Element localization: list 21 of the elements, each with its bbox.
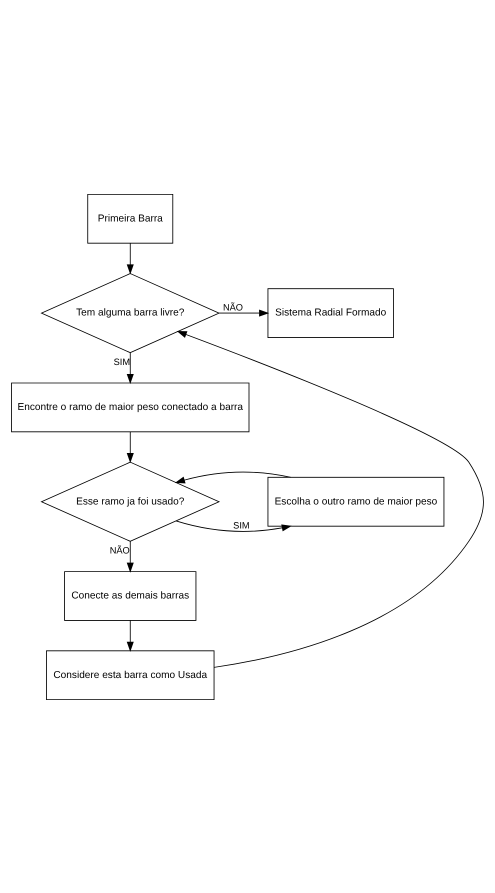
node-box: Encontre o ramo de maior peso conectado a barra [11, 382, 250, 432]
arrow [126, 352, 134, 384]
node-box: Sistema Radial Formado [268, 288, 394, 338]
arrow [174, 471, 292, 483]
arrow [126, 430, 134, 463]
node-box: Primeira Barra [87, 193, 174, 244]
edge-label: NÃO [110, 545, 130, 556]
edge-label: NÃO [222, 302, 244, 312]
arrow [126, 620, 134, 652]
edge-label: SIM [233, 520, 250, 530]
node-box: Conecte as demais barras [64, 570, 196, 620]
arrow [176, 330, 484, 668]
node-box: Considere esta barra como Usada [46, 650, 214, 700]
node-box: Escolha o outro ramo de maior peso [268, 476, 444, 526]
node-diamond: Esse ramo ja foi usado? [40, 461, 220, 542]
arrow [176, 520, 292, 532]
edge-label: SIM [114, 356, 130, 366]
node-diamond: Tem alguma barra livre? [40, 272, 220, 353]
arrow [126, 242, 134, 274]
arrow [126, 540, 134, 572]
arrow [218, 309, 270, 316]
